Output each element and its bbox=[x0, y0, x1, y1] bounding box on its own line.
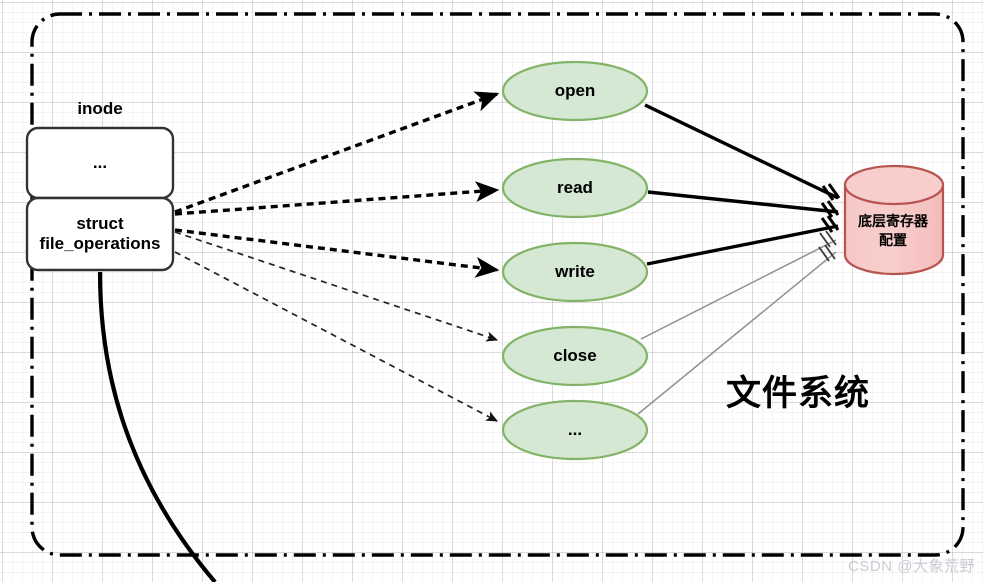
edge-fileops-exit-curve bbox=[97, 271, 217, 582]
edge-open-to-register bbox=[644, 103, 839, 200]
edge-fileops-to-open bbox=[174, 91, 500, 214]
register-config-cylinder[interactable] bbox=[843, 164, 945, 276]
ellipse-read[interactable] bbox=[501, 157, 649, 219]
edge-group-to-register bbox=[637, 103, 839, 415]
edge-write-to-register bbox=[646, 224, 839, 266]
ellipse-write[interactable] bbox=[501, 241, 649, 303]
inode-box-top[interactable] bbox=[25, 126, 175, 200]
edge-more-to-register bbox=[637, 251, 837, 415]
ellipse-close[interactable] bbox=[501, 325, 649, 387]
edge-fileops-to-close bbox=[174, 231, 499, 342]
file-system-boundary bbox=[30, 12, 965, 557]
edge-read-to-register bbox=[647, 190, 839, 214]
edge-fileops-to-write bbox=[174, 228, 500, 278]
inode-box-file-operations[interactable] bbox=[25, 196, 175, 272]
operation-ellipse-group bbox=[501, 60, 649, 461]
edge-fileops-to-more bbox=[174, 251, 499, 422]
register-edge-tick-marks bbox=[820, 183, 841, 233]
edge-fileops-to-read bbox=[174, 181, 500, 216]
register-edge-tick-marks-weak bbox=[818, 230, 837, 262]
edge-group-dispatch bbox=[174, 91, 500, 422]
inode-group bbox=[25, 126, 175, 272]
edge-close-to-register bbox=[640, 239, 837, 340]
ellipse-more[interactable] bbox=[501, 399, 649, 461]
ellipse-open[interactable] bbox=[501, 60, 649, 122]
